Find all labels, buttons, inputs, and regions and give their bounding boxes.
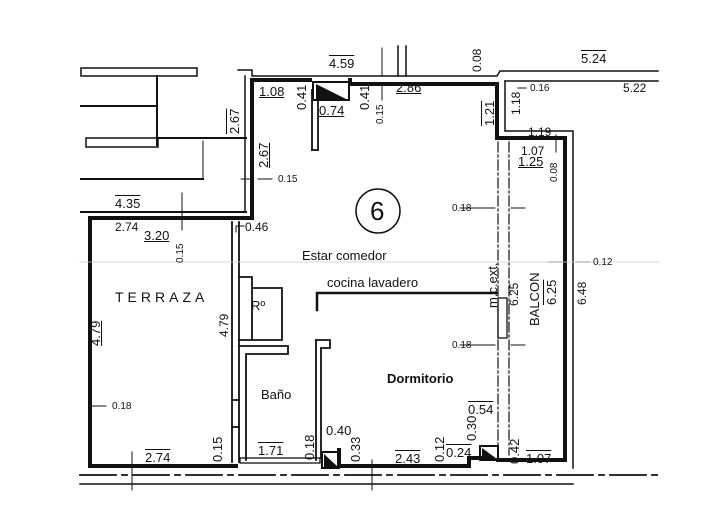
- dim-0-12-right: 0.12: [593, 257, 613, 268]
- dim-2-74-top: 2.74: [115, 220, 139, 234]
- dim-0-18-upper: 0.18: [452, 203, 472, 214]
- dim-0-15-bottom: 0.15: [210, 436, 225, 462]
- room-label-ropero: Rº: [251, 298, 266, 313]
- corridor-lines: [80, 67, 247, 213]
- bottom-shaft-right: [479, 445, 499, 461]
- dim-1-07-top: 1.07: [521, 144, 545, 158]
- dim-1-25: 1.25: [518, 154, 544, 169]
- top-shaft: [312, 81, 350, 101]
- dim-3-20: 3.20: [144, 228, 170, 243]
- dim-1-08: 1.08: [259, 84, 285, 99]
- interior-walls: [231, 89, 331, 463]
- dim-2-86: 2.86: [396, 80, 422, 95]
- dim-2-67-inner: 2.67: [256, 142, 271, 168]
- room-label-dormitorio: Dormitorio: [387, 371, 454, 386]
- dim-0-08-right: 0.08: [549, 162, 560, 182]
- dim-0-54: 0.54: [468, 402, 494, 417]
- dim-4-79-outer: 4.79: [88, 320, 103, 346]
- dim-0-08-top: 0.08: [470, 48, 484, 72]
- dim-5-22: 5.22: [623, 81, 647, 95]
- dim-4-35: 4.35: [115, 196, 141, 211]
- dim-6-25-balcon: 6.25: [544, 279, 559, 305]
- dim-0-15-top: 0.15: [375, 104, 386, 124]
- dim-6-48: 6.48: [575, 281, 589, 305]
- dim-0-24: 0.24: [446, 445, 472, 460]
- dim-0-18-bottom: 0.18: [302, 434, 317, 460]
- window-frame: [497, 297, 508, 339]
- dim-0-18-terraza: 0.18: [112, 401, 132, 412]
- dim-6-25-window: 6.25: [507, 282, 521, 306]
- outer-wall-lines: [79, 45, 659, 485]
- dim-1-19: 1.19: [528, 125, 552, 139]
- dim-0-41-right: 0.41: [357, 84, 372, 110]
- dim-1-21: 1.21: [482, 100, 497, 126]
- dim-0-12-bottom: 0.12: [432, 436, 447, 462]
- room-label-terraza: TERRAZA: [115, 289, 209, 305]
- dim-0-46: 0.46: [245, 220, 269, 234]
- label-muro-exterior: m.c.ext.: [485, 262, 500, 308]
- dim-4-59: 4.59: [329, 56, 355, 71]
- dim-1-07-bottom: 1.07: [526, 451, 552, 466]
- dim-0-74: 0.74: [319, 103, 345, 118]
- dim-0-30: 0.30: [464, 415, 479, 441]
- dim-4-79-inner: 4.79: [217, 313, 231, 337]
- dim-0-15-terraza: 0.15: [175, 243, 186, 263]
- unit-number: 6: [370, 196, 385, 226]
- bottom-shaft-left: [321, 451, 340, 469]
- dim-0-15-left: 0.15: [278, 174, 298, 185]
- dim-5-24: 5.24: [581, 51, 607, 66]
- dim-1-71: 1.71: [258, 443, 284, 458]
- kitchen-counter: [315, 291, 499, 312]
- dim-1-18: 1.18: [509, 91, 523, 115]
- room-label-bano: Baño: [261, 387, 292, 402]
- dim-0-16: 0.16: [530, 83, 550, 94]
- dim-2-67-outer: 2.67: [227, 108, 242, 134]
- dim-0-42: 0.42: [507, 438, 522, 464]
- unit-circle: [355, 188, 401, 234]
- dim-0-33: 0.33: [348, 436, 363, 462]
- dim-2-74-bottom: 2.74: [145, 450, 171, 465]
- bathroom-window: [239, 457, 321, 464]
- room-label-cocina-lavadero: cocina lavadero: [327, 275, 419, 290]
- dim-2-43: 2.43: [395, 451, 421, 466]
- room-label-balcon: BALCON: [527, 272, 542, 326]
- dim-0-41-left: 0.41: [294, 84, 309, 110]
- room-label-estar-comedor: Estar comedor: [302, 248, 387, 263]
- dim-0-18-lower: 0.18: [452, 340, 472, 351]
- dim-0-40: 0.40: [326, 423, 352, 438]
